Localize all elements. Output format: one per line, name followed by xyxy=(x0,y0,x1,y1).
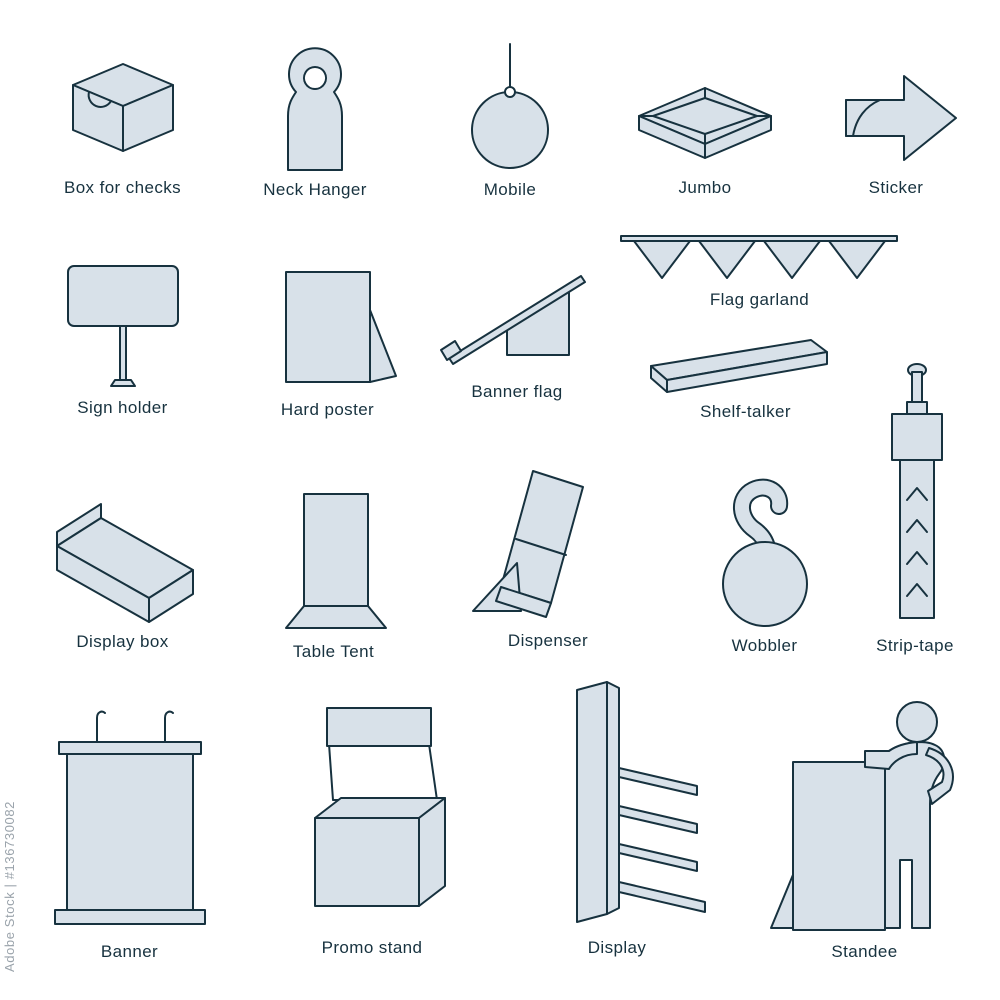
mobile-label: Mobile xyxy=(483,180,537,199)
cell-sign-holder: Sign holder xyxy=(35,252,210,418)
banner-label: Banner xyxy=(100,942,159,961)
cell-banner-flag: Banner flag xyxy=(432,262,602,402)
cell-strip-tape: Strip-tape xyxy=(856,360,974,656)
hard-poster-label: Hard poster xyxy=(280,400,375,419)
cell-box-for-checks: Box for checks xyxy=(35,58,210,198)
cell-jumbo: Jumbo xyxy=(620,62,790,198)
cell-promo-stand: Promo stand xyxy=(282,700,462,958)
cell-table-tent: Table Tent xyxy=(246,482,421,662)
neck-hanger-icon xyxy=(287,47,343,171)
wobbler-label: Wobbler xyxy=(731,636,798,655)
banner-flag-icon xyxy=(440,275,586,365)
display-box-icon xyxy=(55,503,194,623)
flag-garland-label: Flag garland xyxy=(709,290,810,309)
sign-holder-icon xyxy=(66,265,179,387)
cell-standee: Standee xyxy=(762,692,967,962)
shelf-talker-icon xyxy=(650,339,828,393)
strip-tape-icon xyxy=(891,363,943,619)
display-icon xyxy=(576,681,706,923)
promo-stand-icon xyxy=(313,707,446,907)
strip-tape-label: Strip-tape xyxy=(876,636,954,655)
jumbo-icon xyxy=(638,87,772,159)
standee-icon xyxy=(769,701,954,931)
stock-watermark: Adobe Stock | #136730082 xyxy=(2,800,17,972)
cell-display: Display xyxy=(522,678,712,958)
promo-stand-label: Promo stand xyxy=(321,938,423,957)
cell-display-box: Display box xyxy=(35,488,210,652)
cell-hard-poster: Hard poster xyxy=(240,260,415,420)
mobile-icon xyxy=(471,43,549,169)
banner-flag-label: Banner flag xyxy=(471,382,563,401)
sticker-label: Sticker xyxy=(868,178,924,197)
display-label: Display xyxy=(587,938,647,957)
cell-banner: Banner xyxy=(42,708,217,962)
sticker-icon xyxy=(845,75,957,161)
cell-dispenser: Dispenser xyxy=(458,465,638,651)
dispenser-icon xyxy=(472,470,584,618)
cell-neck-hanger: Neck Hanger xyxy=(230,42,400,200)
cell-wobbler: Wobbler xyxy=(682,468,847,656)
shelf-talker-label: Shelf-talker xyxy=(700,402,791,421)
jumbo-label: Jumbo xyxy=(678,178,732,197)
cell-mobile: Mobile xyxy=(425,42,595,200)
standee-label: Standee xyxy=(831,942,898,961)
box-for-checks-icon xyxy=(71,63,174,152)
sign-holder-label: Sign holder xyxy=(77,398,168,417)
flag-garland-icon xyxy=(620,235,898,279)
cell-sticker: Sticker xyxy=(812,58,980,198)
banner-icon xyxy=(53,710,206,925)
dispenser-label: Dispenser xyxy=(507,631,589,650)
cell-flag-garland: Flag garland xyxy=(612,230,907,310)
display-box-label: Display box xyxy=(76,632,169,651)
hard-poster-icon xyxy=(284,271,397,383)
wobbler-icon xyxy=(721,478,808,627)
table-tent-icon xyxy=(284,493,387,629)
cell-shelf-talker: Shelf-talker xyxy=(638,332,853,422)
box-for-checks-label: Box for checks xyxy=(63,178,182,197)
neck-hanger-label: Neck Hanger xyxy=(263,180,367,199)
table-tent-label: Table Tent xyxy=(292,642,375,661)
